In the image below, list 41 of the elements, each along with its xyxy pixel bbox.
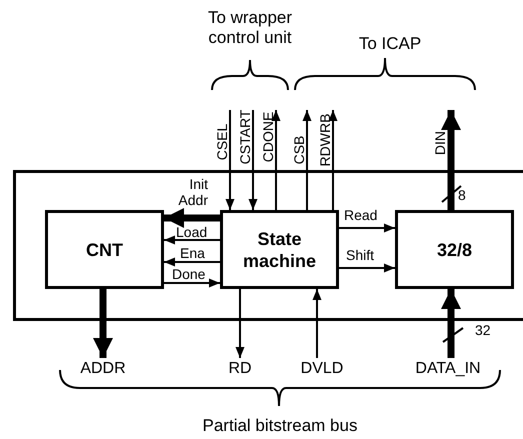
signal-label: DIN (432, 130, 448, 156)
signal-label: Read (344, 207, 378, 223)
arrow (236, 289, 244, 358)
signal-label: CSB (291, 136, 307, 164)
bus-caption: To ICAP (358, 34, 422, 54)
arrow (339, 224, 395, 232)
signal-name: DATA_IN (407, 358, 489, 380)
outer-block (13, 170, 523, 321)
arrow (164, 278, 220, 288)
arrow (93, 289, 113, 358)
arrow (328, 110, 338, 210)
bus-caption: To wrapper control unit (206, 8, 294, 48)
signal-label: Ena (180, 245, 205, 261)
arrow (272, 110, 280, 210)
converter-block: 32/8 (395, 210, 514, 289)
counter-block: CNT (45, 210, 164, 289)
signal-label: CDONE (260, 112, 276, 162)
bus-caption: Partial bitstream bus (202, 416, 358, 436)
signal-name: DVLD (293, 358, 351, 380)
arrow (312, 289, 322, 358)
signal-label: CSTART (237, 110, 253, 164)
signal-label: RDWRB (317, 114, 333, 166)
arrow (339, 264, 395, 272)
bus-width: 8 (458, 187, 466, 203)
arrow (441, 110, 461, 210)
arrow (164, 236, 220, 244)
signal-label: Load (176, 224, 208, 240)
signal-label: Shift (346, 247, 374, 263)
arrow (302, 110, 312, 210)
signal-label: 32 (475, 322, 491, 338)
arrow (164, 258, 220, 266)
state-machine-block: State machine (220, 210, 339, 289)
arrow (248, 110, 258, 210)
arrow (164, 208, 220, 228)
signal-name: RD (225, 358, 255, 380)
signal-label: Done (172, 266, 206, 282)
signal-label: Init Addr (177, 176, 208, 208)
arrow (441, 289, 461, 358)
signal-name: ADDR (74, 358, 132, 380)
arrow (226, 110, 234, 210)
signal-label: CSEL (214, 124, 230, 160)
